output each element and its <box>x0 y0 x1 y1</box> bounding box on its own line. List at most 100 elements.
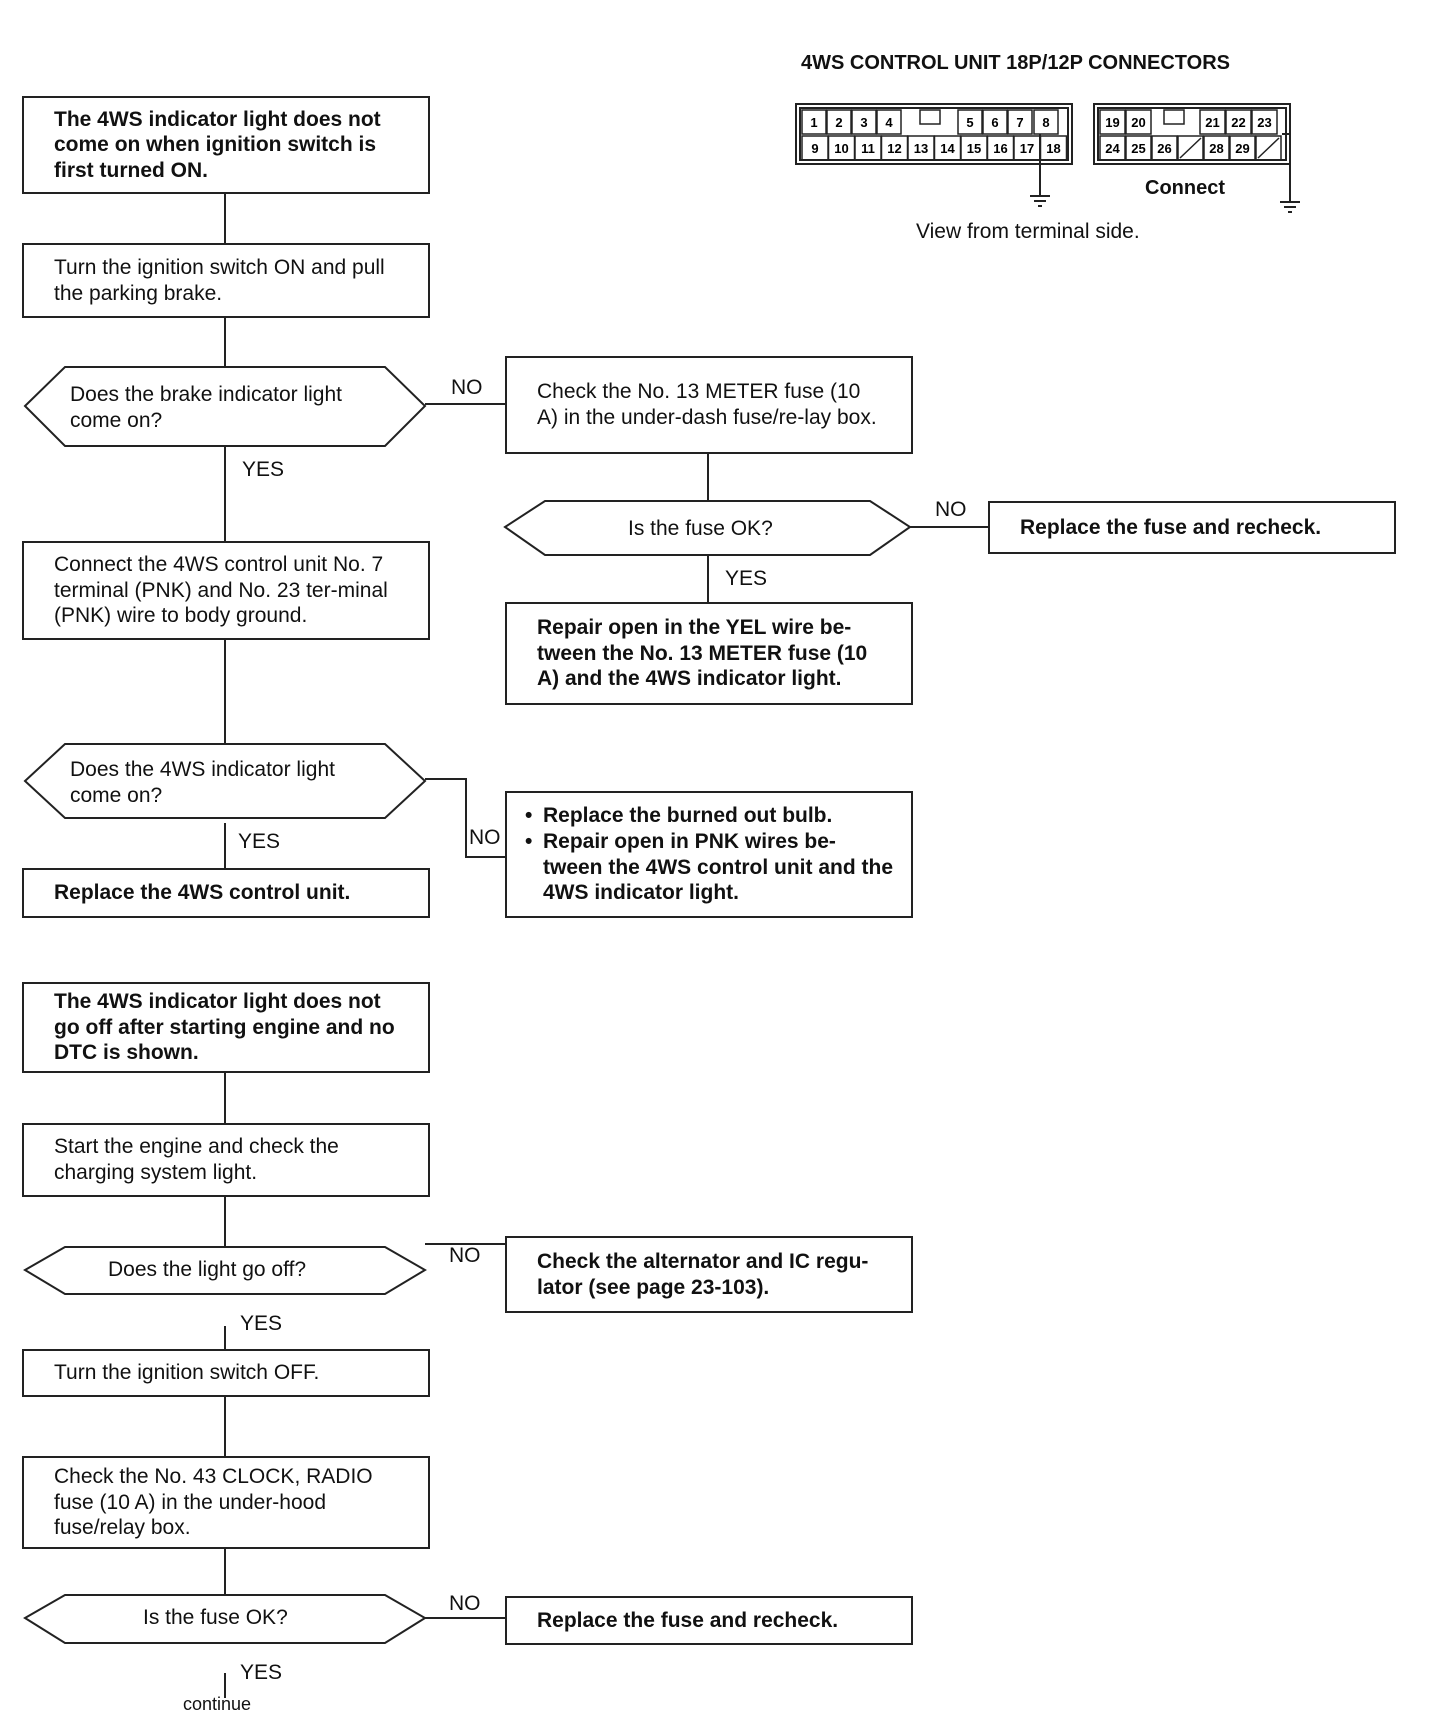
connector-pin-cell <box>1177 135 1204 161</box>
flow2-q2-yes-label: YES <box>240 1661 283 1684</box>
flow1-step2-text: Connect the 4WS control unit No. 7 termi… <box>54 553 388 628</box>
connector-pin-cell <box>1151 135 1178 161</box>
flow1-start-text: The 4WS indicator light does not come on… <box>54 107 381 182</box>
connector-pin-label: 12 <box>887 141 901 156</box>
empty-pin-slash <box>1179 137 1202 159</box>
connector-pin-cell <box>1225 109 1252 135</box>
flow1-bulb-list: Replace the burned out bulb. Repair open… <box>523 803 895 905</box>
flow1-bulb-item: Replace the burned out bulb. <box>523 803 895 829</box>
connector-pin-label: 21 <box>1205 115 1219 130</box>
connector-pin-label: 8 <box>1042 115 1049 130</box>
connector-pin-cell <box>1125 109 1152 135</box>
connector-pin-cell <box>982 109 1008 135</box>
connector-pin-cell <box>1199 109 1226 135</box>
connector-pin-cell <box>1251 109 1278 135</box>
connector-pin-label: 14 <box>940 141 955 156</box>
connector-pin-label: 19 <box>1105 115 1119 130</box>
connector-pin-label: 6 <box>991 115 998 130</box>
decision-brake-light <box>23 366 427 447</box>
flow1-replace-unit-box: Replace the 4WS control unit. <box>22 868 430 918</box>
flow2-check-alt-box: Check the alternator and IC regu-lator (… <box>505 1236 913 1313</box>
connector-pin-label: 16 <box>993 141 1007 156</box>
connector-key-notch <box>919 109 941 125</box>
connector-pin-label: 13 <box>914 141 928 156</box>
connector-pin-label: 22 <box>1231 115 1245 130</box>
connector-pin-label: 17 <box>1020 141 1034 156</box>
connector-pin-label: 1 <box>810 115 817 130</box>
connector-pin-label: 29 <box>1235 141 1249 156</box>
connector-pin-label: 28 <box>1209 141 1223 156</box>
connector-pin-cell <box>851 109 877 135</box>
flow1-q2-no-label: NO <box>469 826 501 849</box>
flow2-step3-box: Check the No. 43 CLOCK, RADIO fuse (10 A… <box>22 1456 430 1549</box>
connector-pin-label: 4 <box>885 115 893 130</box>
connector-key-notch <box>1163 109 1185 125</box>
connector-pin-cell <box>876 109 902 135</box>
flow1-step1-box: Turn the ignition switch ON and pull the… <box>22 243 430 318</box>
connect-label: Connect <box>1145 177 1225 199</box>
connector-pin-cell <box>1099 135 1126 161</box>
connector-pin-cell <box>1125 135 1152 161</box>
flow1-check-fuse-text: Check the No. 13 METER fuse (10 A) in th… <box>537 380 877 429</box>
flow1-replace-fuse-text: Replace the fuse and recheck. <box>1020 515 1322 539</box>
connector-pin-label: 26 <box>1157 141 1171 156</box>
flow2-q1-yes-label: YES <box>240 1312 283 1335</box>
decision-4ws-light <box>23 743 427 819</box>
flow2-q1-text: Does the light go off? <box>108 1258 307 1281</box>
flow1-replace-fuse-box: Replace the fuse and recheck. <box>988 501 1396 554</box>
connector-pin-cell <box>1033 109 1059 135</box>
connector-pin-label: 25 <box>1131 141 1145 156</box>
flow2-step1-text: Start the engine and check the charging … <box>54 1135 339 1184</box>
connector-line <box>425 778 505 858</box>
connector-pin-cell <box>1007 109 1033 135</box>
decision-light-off <box>23 1246 427 1295</box>
empty-pin-slash <box>1257 137 1280 159</box>
flow2-q2-no-label: NO <box>449 1592 481 1615</box>
flow2-replace-fuse-box: Replace the fuse and recheck. <box>505 1596 913 1645</box>
connector-pin-label: 18 <box>1046 141 1060 156</box>
connector-pin-label: 23 <box>1257 115 1271 130</box>
flow2-start-box: The 4WS indicator light does not go off … <box>22 982 430 1073</box>
flow2-continue-label: continue <box>183 1694 252 1714</box>
flow1-bulb-box: Replace the burned out bulb. Repair open… <box>505 791 913 918</box>
connector-pin-label: 9 <box>811 141 818 156</box>
connector-pin-label: 5 <box>966 115 973 130</box>
flow2-replace-fuse-text: Replace the fuse and recheck. <box>537 1608 839 1632</box>
connector-pin-label: 7 <box>1016 115 1023 130</box>
connector-pin-label: 10 <box>834 141 848 156</box>
connector-pin-cell <box>1229 135 1256 161</box>
connector-pin-cell <box>1099 109 1126 135</box>
connector-pin-cell <box>1203 135 1230 161</box>
flow2-start-text: The 4WS indicator light does not go off … <box>54 990 395 1065</box>
connector-pin-label: 15 <box>967 141 981 156</box>
connector-pin-cell <box>801 109 827 135</box>
flow1-fuse-question: Is the fuse OK? <box>628 517 773 540</box>
connector-pin-label: 20 <box>1131 115 1145 130</box>
connector-pin-label: 2 <box>835 115 842 130</box>
flow1-step1-text: Turn the ignition switch ON and pull the… <box>54 255 385 305</box>
flow2-step3-text: Check the No. 43 CLOCK, RADIO fuse (10 A… <box>54 1465 373 1540</box>
connector-pin-cell <box>826 109 852 135</box>
flow2-step2-box: Turn the ignition switch OFF. <box>22 1349 430 1397</box>
flow1-q1-yes-label: YES <box>242 458 285 481</box>
flow1-step2-box: Connect the 4WS control unit No. 7 termi… <box>22 541 430 640</box>
flow1-q1-text: Does the brake indicator light come on? <box>70 383 342 432</box>
flow2-step2-text: Turn the ignition switch OFF. <box>54 1361 320 1385</box>
flow2-q2-text: Is the fuse OK? <box>143 1606 288 1629</box>
connector-pin-cell <box>957 109 983 135</box>
flow1-fuse-yes-label: YES <box>725 567 768 590</box>
connector-pin-label: 11 <box>861 141 875 156</box>
flow1-start-box: The 4WS indicator light does not come on… <box>22 96 430 194</box>
flow2-step1-box: Start the engine and check the charging … <box>22 1123 430 1197</box>
flow1-replace-unit-text: Replace the 4WS control unit. <box>54 881 351 905</box>
decision-fuse-ok-1 <box>503 500 912 556</box>
flow1-q1-no-label: NO <box>451 376 483 399</box>
ground-wire-12p <box>1282 133 1291 202</box>
flow1-repair-yel-box: Repair open in the YEL wire be-tween the… <box>505 602 913 705</box>
connector-title: 4WS CONTROL UNIT 18P/12P CONNECTORS <box>801 52 1230 74</box>
connector-pin-label: 24 <box>1105 141 1120 156</box>
decision-fuse-ok-2 <box>23 1594 427 1644</box>
connector-caption: View from terminal side. <box>916 220 1140 243</box>
connector-pin-label: 3 <box>860 115 867 130</box>
